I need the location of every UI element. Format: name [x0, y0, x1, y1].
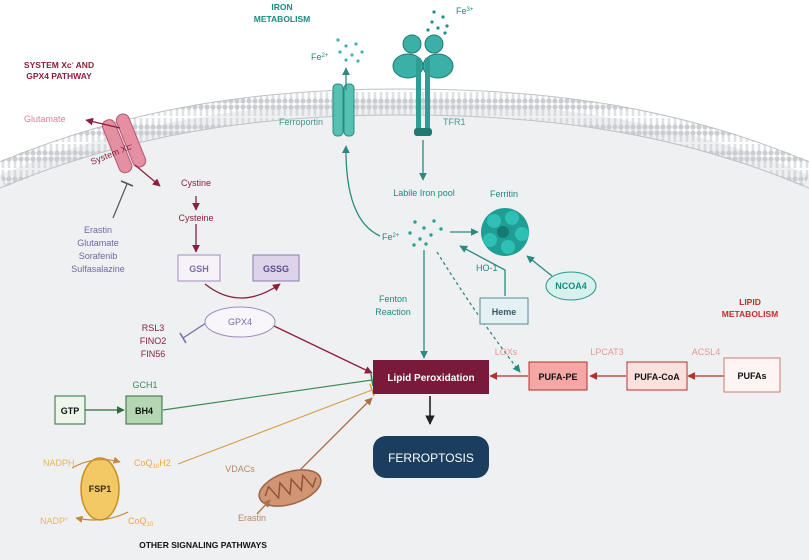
acsl4-label: ACSL4 [692, 347, 721, 357]
gpx4-node [204, 306, 276, 338]
tfr1-receptor-icon [392, 34, 454, 136]
pufa-pe-label: PUFA-PE [538, 372, 577, 382]
gsh-box [177, 254, 221, 282]
section-system-xc-title: SYSTEM Xc- AND [24, 60, 94, 70]
pufa-pe-box [528, 361, 588, 391]
lpcat3-label: LPCAT3 [590, 347, 623, 357]
bh4-label: BH4 [135, 406, 153, 416]
cell-interior [0, 102, 809, 560]
lipid-peroxidation-label: Lipid Peroxidation [387, 373, 474, 384]
glutamate-label: Glutamate [24, 114, 66, 124]
fsp1-label: FSP1 [89, 484, 112, 494]
xc-inhibitor-0: Erastin [84, 225, 112, 235]
ncoa4-node [545, 271, 597, 301]
heme-label: Heme [492, 307, 517, 317]
fenton-label: Fenton [379, 294, 407, 304]
fe2-out-dots [336, 38, 364, 63]
xc-inhibitor-3: Sulfasalazine [71, 264, 125, 274]
fe2-in-label: Fe2+ [382, 232, 400, 242]
section-other-title: OTHER SIGNALING PATHWAYS [139, 540, 267, 550]
section-lipid-title: LIPID [739, 297, 761, 307]
bh4-box [125, 395, 163, 425]
nadph-label: NADPH [43, 458, 75, 468]
cystine-label: Cystine [181, 178, 211, 188]
gssg-label: GSSG [263, 264, 289, 274]
cell-membrane [0, 88, 809, 187]
tfr1-label: TFR1 [443, 117, 466, 127]
section-system-xc-subtitle: GPX4 PATHWAY [26, 71, 92, 81]
lipid-peroxidation-box [373, 360, 489, 394]
gssg-box [252, 254, 300, 282]
ferroportin-label: Ferroportin [279, 117, 323, 127]
mitochondrion-icon [258, 469, 322, 507]
gpx4-inhibitor-1: FINO2 [140, 336, 167, 346]
gpx4-inhibitor-0: RSL3 [142, 323, 165, 333]
gch1-label: GCH1 [132, 380, 157, 390]
nadp-label: NADP+ [40, 516, 69, 526]
gpx4-inhibitor-2: FIN56 [141, 349, 166, 359]
gsh-label: GSH [189, 264, 209, 274]
ho1-label: HO-1 [476, 263, 498, 273]
labile-iron-pool-label: Labile Iron pool [393, 188, 455, 198]
labile-iron-dots [408, 219, 443, 247]
ferroptosis-box [373, 436, 489, 478]
ncoa4-label: NCOA4 [555, 281, 587, 291]
section-iron-subtitle: METABOLISM [254, 14, 311, 24]
vdacs-label: VDACs [225, 464, 255, 474]
xc-inhibitor-1: Glutamate [77, 238, 119, 248]
fe2-out-label: Fe2+ [311, 52, 329, 62]
fe3-dots [426, 10, 449, 35]
pufas-label: PUFAs [737, 371, 766, 381]
coq10-label: CoQ10 [128, 516, 154, 528]
ferritin-label: Ferritin [490, 189, 518, 199]
coq10h2-label: CoQ10H2 [134, 458, 171, 470]
section-iron-title: IRON [271, 2, 292, 12]
heme-box [479, 297, 529, 325]
cysteine-label: Cysteine [178, 213, 213, 223]
erastin-label: Erastin [238, 513, 266, 523]
xc-inhibitor-2: Sorafenib [79, 251, 118, 261]
pufa-coa-box [626, 361, 688, 391]
ferroportin-icon [332, 83, 355, 137]
gtp-label: GTP [61, 406, 80, 416]
gtp-box [54, 395, 86, 425]
section-lipid-subtitle: METABOLISM [722, 309, 779, 319]
ferroptosis-label: FERROPTOSIS [388, 451, 474, 465]
fe3-label: Fe3+ [456, 6, 474, 16]
ferritin-icon [481, 208, 529, 256]
pufa-coa-label: PUFA-CoA [634, 372, 680, 382]
gpx4-label: GPX4 [228, 317, 252, 327]
system-xc-transporter-icon [101, 113, 147, 174]
loxs-label: LOXs [495, 347, 518, 357]
reaction-label: Reaction [375, 307, 411, 317]
pufas-box [723, 357, 781, 393]
